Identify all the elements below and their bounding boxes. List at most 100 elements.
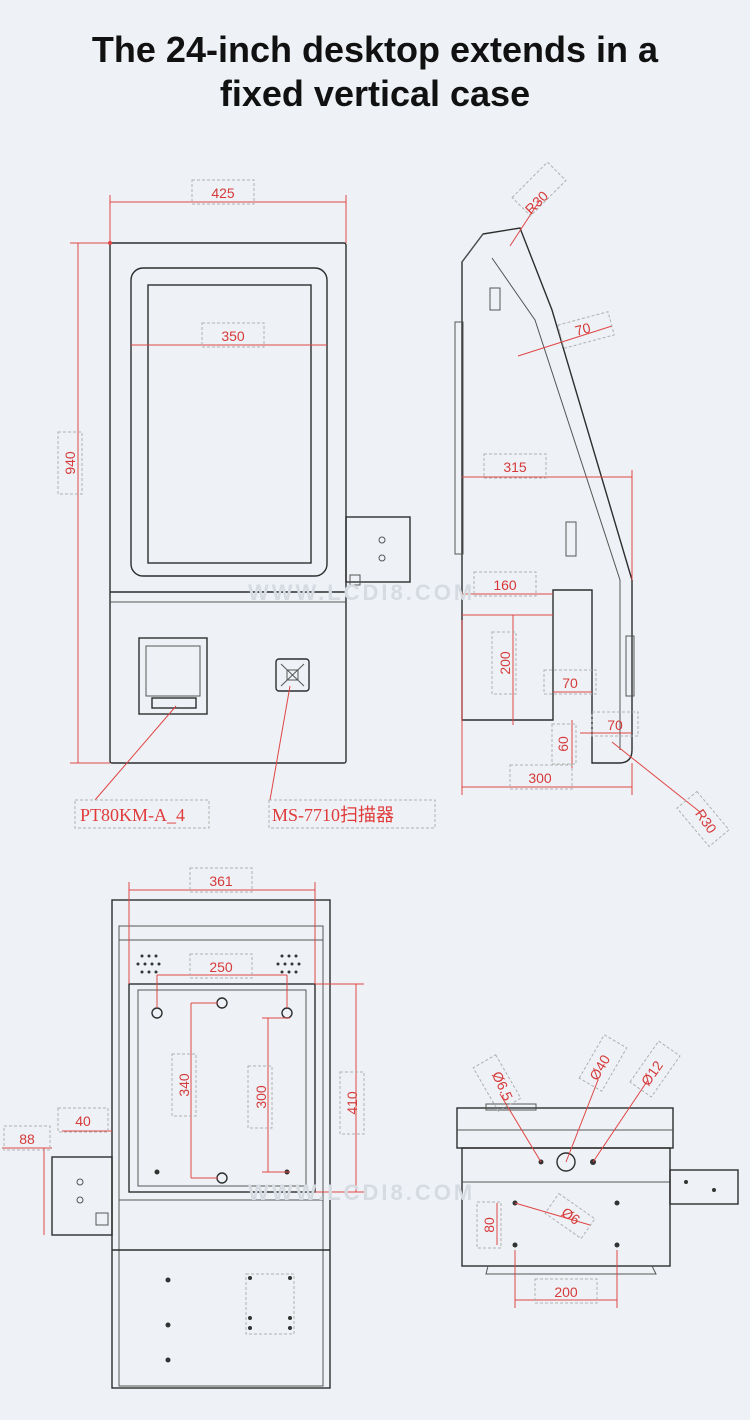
dim-box <box>191 179 255 205</box>
front-side-bracket <box>345 516 411 583</box>
dim-overall-width-label: 361 <box>209 873 233 889</box>
dim-box <box>189 953 253 979</box>
side-view: R30 70 315 160 200 70 70 60 <box>454 161 730 848</box>
scanner-leader <box>269 685 291 801</box>
bottom-base <box>485 1265 657 1275</box>
dim-depth-upper-label: 315 <box>503 459 527 475</box>
screw <box>154 1169 160 1175</box>
front-bezel <box>130 267 328 577</box>
dim-thickness <box>517 325 613 357</box>
dim-box <box>473 571 537 597</box>
mount-hole <box>216 997 228 1009</box>
front-view: 425 940 350 PT80KM-A_4 MS-7710扫描器 <box>57 179 436 829</box>
watermark: WWW.LCDI8.COM <box>248 580 475 605</box>
dim-box <box>578 1034 628 1092</box>
dim-foot-offset-label: 70 <box>607 717 623 733</box>
label-box <box>74 799 210 829</box>
keyhole <box>281 1007 293 1019</box>
back-panel-inner <box>137 989 307 1187</box>
bracket-hole <box>378 554 386 562</box>
screw <box>165 1277 171 1283</box>
dim-inner-height-label: 300 <box>253 1085 269 1109</box>
side-port <box>625 635 635 697</box>
dim-hole-spacing-width-label: 250 <box>209 959 233 975</box>
bottom-top-band <box>456 1107 674 1149</box>
bracket-knob <box>95 1212 109 1226</box>
front-outline <box>109 242 347 764</box>
printer-slot <box>138 637 208 715</box>
back-bracket <box>51 1156 113 1236</box>
scanner-cross <box>280 663 305 687</box>
bottom-body <box>461 1147 671 1267</box>
dim-box <box>483 453 547 479</box>
dim-box <box>57 431 83 495</box>
dim-box <box>591 711 639 737</box>
printer-inner <box>145 645 201 697</box>
printer-outlet <box>151 697 197 709</box>
dim-box <box>534 1278 598 1304</box>
bracket-hole <box>76 1178 84 1186</box>
label-hole-medium: Ø12 <box>638 1058 666 1089</box>
dim-bracket-offset-label: 40 <box>75 1113 91 1129</box>
screw <box>165 1357 171 1363</box>
dim-box <box>171 1053 197 1117</box>
side-button <box>565 521 577 557</box>
dim-panel-height-label: 410 <box>344 1091 360 1115</box>
bottom-connector <box>485 1103 537 1111</box>
mount-hole <box>614 1200 620 1206</box>
label-box <box>268 799 436 829</box>
label-hole-small: Ø6.5 <box>489 1069 516 1103</box>
dim-box <box>339 1071 365 1135</box>
vent-left <box>136 954 161 974</box>
page-title: The 24-inch desktop extends in a fixed v… <box>0 28 750 116</box>
keyhole <box>151 1007 163 1019</box>
dim-box <box>543 669 597 695</box>
dim-lower-height-label: 200 <box>497 651 513 675</box>
dim-box <box>557 311 615 349</box>
leader-hole-small <box>499 1093 542 1163</box>
mount-hole <box>614 1242 620 1248</box>
bracket-hole <box>378 536 386 544</box>
bracket-hole <box>684 1180 688 1184</box>
dim-box <box>3 1125 51 1151</box>
printer-label: PT80KM-A_4 <box>80 805 185 825</box>
dim-box <box>509 764 573 790</box>
dim-hole-spacing-label: 200 <box>554 1284 578 1300</box>
top-radius-leader <box>509 199 541 247</box>
watermark: WWW.LCDI8.COM <box>248 1180 475 1205</box>
leader-hole-large <box>565 1079 599 1163</box>
dim-box <box>491 631 517 695</box>
dim-box <box>544 1192 596 1240</box>
dim-box <box>629 1040 681 1098</box>
dim-box <box>189 867 253 893</box>
front-screen <box>147 284 312 564</box>
back-panel <box>128 983 316 1193</box>
bottom-view: Ø6.5 Ø40 Ø12 Ø6 80 200 <box>456 1034 739 1308</box>
dim-box <box>476 1201 502 1249</box>
mount-hole <box>512 1242 518 1248</box>
hole-large <box>556 1152 576 1172</box>
title-line-2: fixed vertical case <box>219 73 531 114</box>
scanner-window <box>275 658 310 692</box>
dim-thickness-label: 70 <box>573 319 592 339</box>
side-inner-line <box>491 257 621 750</box>
bracket-knob <box>349 574 361 586</box>
dim-box <box>511 161 567 217</box>
bottom-radius-leader <box>611 741 701 813</box>
dim-base-depth-label: 300 <box>528 770 552 786</box>
mount-hole <box>216 1172 228 1184</box>
printer-leader <box>94 705 177 801</box>
leader-hole-medium <box>592 1079 649 1163</box>
dim-depth-mid-label: 160 <box>493 577 517 593</box>
vent-right <box>276 954 301 974</box>
back-view: 361 250 340 300 410 40 88 <box>2 867 365 1389</box>
vesa-pattern <box>245 1273 295 1335</box>
scanner-center <box>286 669 299 681</box>
bracket-hole <box>76 1196 84 1204</box>
title-line-1: The 24-inch desktop extends in a <box>91 29 659 70</box>
dim-box <box>57 1107 109 1133</box>
dim-depth-label: 80 <box>481 1217 497 1233</box>
dim-screen-width-label: 350 <box>221 328 245 344</box>
dim-foot-width-label: 70 <box>562 675 578 691</box>
